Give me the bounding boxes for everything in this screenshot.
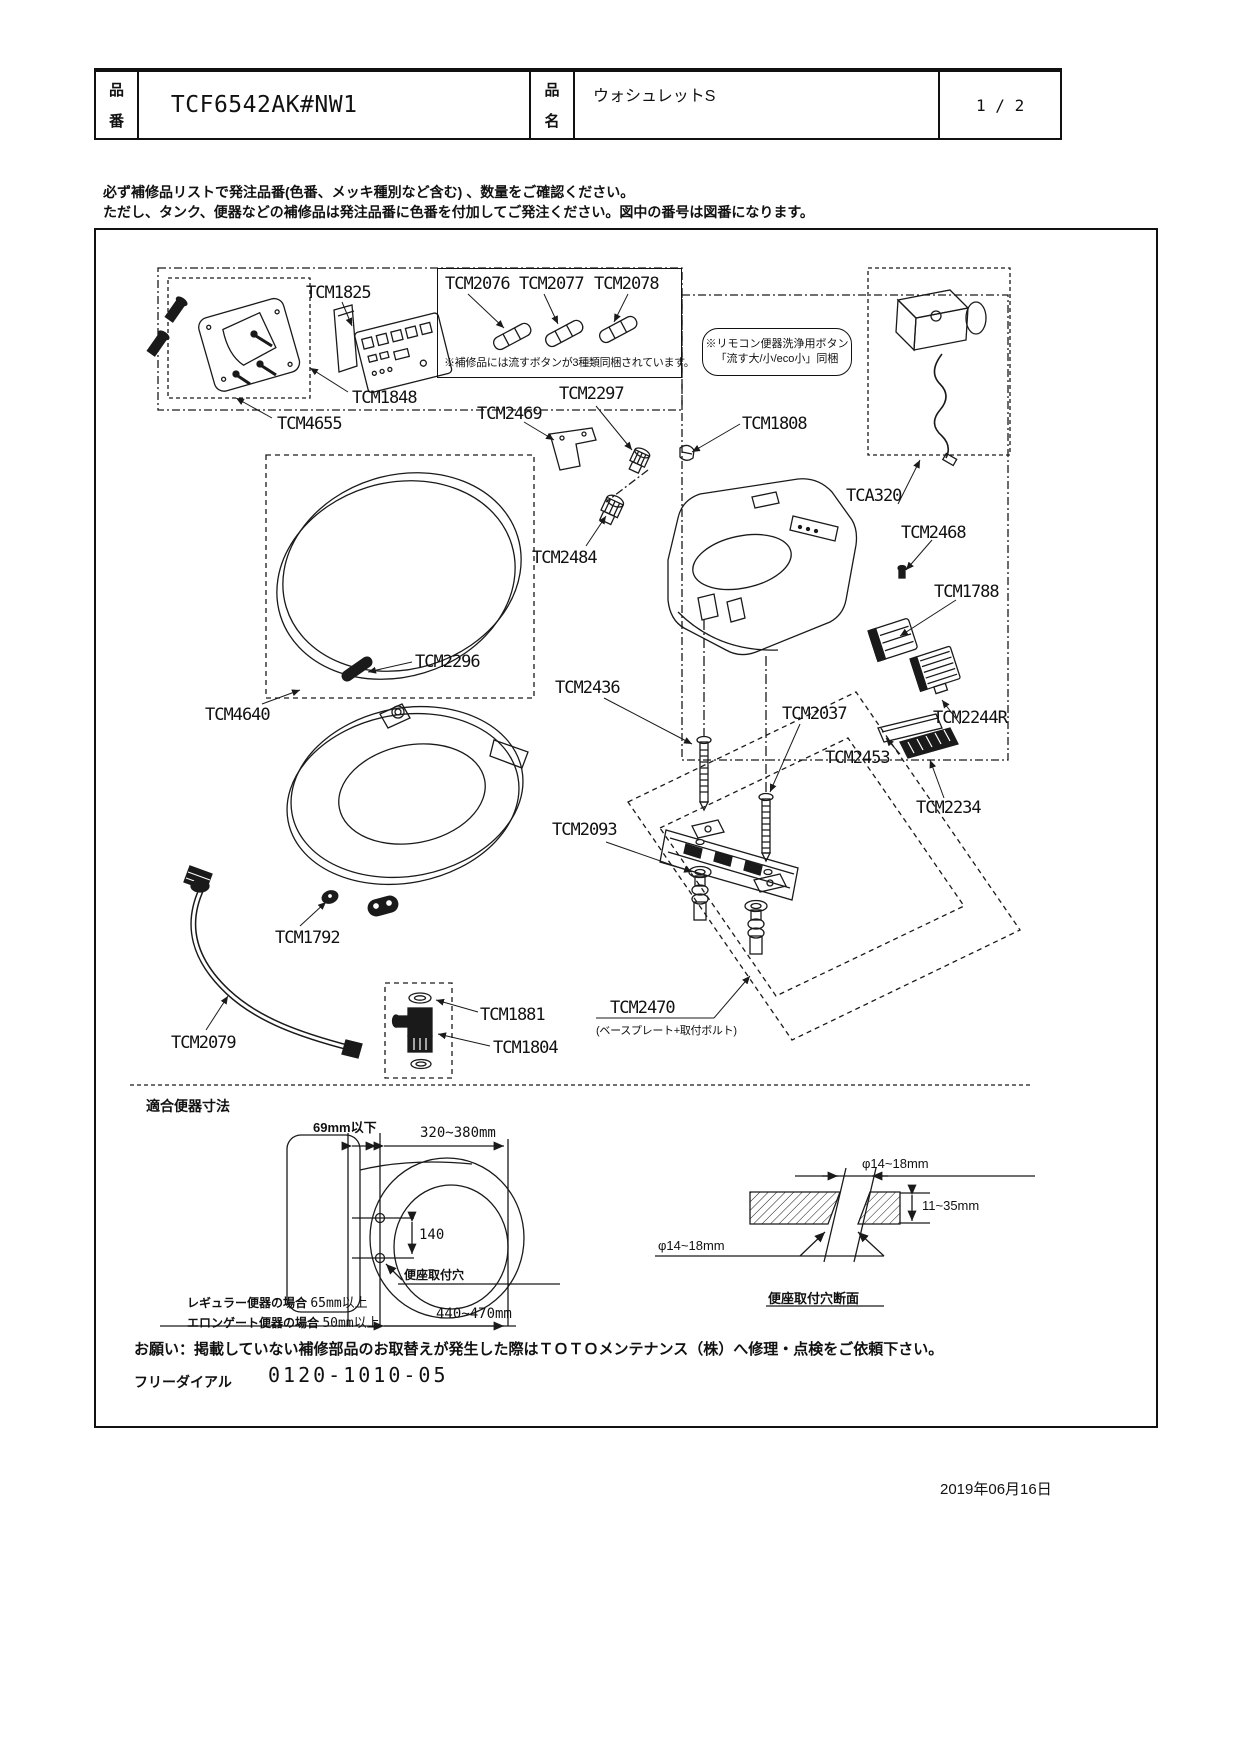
clip-drawing: [679, 444, 695, 461]
dim-regular-value: 65mm以上: [310, 1296, 368, 1311]
screw-small-drawing: [897, 564, 907, 579]
dim-elongated-label: エロンゲート便器の場合: [187, 1316, 320, 1330]
dim-depth-range: 440~470mm: [436, 1306, 512, 1322]
remote-note-line1: ※リモコン便器洗浄用ボタン: [705, 338, 849, 350]
valve-small-drawing: [628, 447, 651, 475]
part-label-tcm2484: TCM2484: [532, 548, 598, 568]
part-label-tcm4640: TCM4640: [205, 705, 271, 725]
lid-drawing: [276, 472, 522, 680]
dim-thickness: 11~35mm: [922, 1198, 980, 1213]
grille-drawing: [909, 645, 961, 695]
part-number-label-char1: 品: [108, 82, 124, 99]
product-name-value: ウォシュレットS: [575, 72, 941, 138]
part-label-tcm2093: TCM2093: [552, 820, 618, 840]
product-name-label: 品 名: [531, 72, 576, 138]
seat-nuts-drawing: [321, 890, 399, 917]
part-label-tcm2077: TCM2077: [519, 274, 585, 294]
remote-note-bubble: ※リモコン便器洗浄用ボタン 「流す大/小/eco小」同梱: [702, 328, 852, 376]
part-label-tcm2297: TCM2297: [559, 384, 625, 404]
ribbed-strip-drawing: [899, 727, 959, 759]
power-unit-drawing: [895, 289, 987, 467]
part-label-tca320: TCA320: [846, 486, 902, 506]
part-label-tcm1825: TCM1825: [306, 283, 372, 303]
diagram-frame: [94, 228, 1158, 1428]
part-label-tcm2470: TCM2470: [610, 998, 676, 1018]
dim-top-clearance: 69mm以下: [313, 1120, 377, 1135]
dim-regular-row: レギュラー便器の場合 65mm以上: [187, 1292, 368, 1311]
maintenance-request-text: お願い：掲載していない補修部品のお取替えが発生した際はＴＯＴＯメンテナンス（株）…: [134, 1341, 944, 1358]
part-label-tcm1804: TCM1804: [493, 1038, 559, 1058]
part-label-tcm2244r: TCM2244R: [933, 708, 1008, 728]
part-label-tcm1792: TCM1792: [275, 928, 341, 948]
flat-bracket-drawing: [877, 713, 943, 743]
header-table: 品 番 TCF6542AK#NW1 品 名 ウォシュレットS 1 / 2: [94, 68, 1062, 140]
hole-section-drawing: [655, 1167, 1035, 1307]
free-dial-label: フリーダイアル: [134, 1374, 232, 1390]
t-valve-drawing: [391, 992, 433, 1070]
dim-hole-dia-top: φ14~18mm: [862, 1156, 929, 1171]
part-number-label: 品 番: [96, 72, 139, 138]
flush-buttons-note-box: [437, 268, 682, 378]
seat-ring-drawing: [286, 703, 529, 886]
part-label-tcm2234: TCM2234: [916, 798, 982, 818]
dim-hole-pitch: 140: [419, 1227, 445, 1243]
part-number-value: TCF6542AK#NW1: [139, 72, 532, 138]
dim-elongated-row: エロンゲート便器の場合 50mm以上: [187, 1312, 380, 1331]
document-date: 2019年06月16日: [940, 1481, 1052, 1498]
part-label-tcm2296: TCM2296: [415, 652, 481, 672]
part-number-label-char2: 番: [108, 113, 124, 130]
flush-buttons-drawing: [492, 315, 638, 351]
part-label-tcm2037: TCM2037: [782, 704, 848, 724]
filter-drawing: [867, 618, 918, 663]
main-unit-drawing: [667, 478, 858, 656]
flush-buttons-note-text: ※補修品には流すボタンが3種類同梱されています。: [444, 357, 695, 369]
order-notice-line1: 必ず補修品リストで発注品番(色番、メッキ種別など含む) 、数量をご確認ください。: [103, 184, 635, 200]
part-label-tcm1788: TCM1788: [934, 582, 1000, 602]
part-label-tcm1848: TCM1848: [352, 388, 418, 408]
sticker-drawing: [333, 304, 358, 373]
order-notice-line2: ただし、タンク、便器などの補修品は発注品番に色番を付加してご発注ください。図中の…: [103, 204, 814, 220]
dim-elongated-value: 50mm以上: [322, 1316, 380, 1331]
leader-arrows: [205, 293, 961, 1047]
part-label-tcm2470-sub: (ベースプレート+取付ボルト): [596, 1025, 737, 1037]
hose-drawing: [183, 865, 363, 1059]
dim-regular-label: レギュラー便器の場合: [187, 1296, 308, 1310]
remote-drawing: [354, 312, 453, 394]
part-label-tcm2078: TCM2078: [594, 274, 660, 294]
part-label-tcm2469: TCM2469: [477, 404, 543, 424]
part-label-tcm4655: TCM4655: [277, 414, 343, 434]
part-label-tcm2079: TCM2079: [171, 1033, 237, 1053]
part-label-tcm1808: TCM1808: [742, 414, 808, 434]
dim-hole-dia-bottom: φ14~18mm: [658, 1238, 725, 1253]
order-notice: 必ず補修品リストで発注品番(色番、メッキ種別など含む) 、数量をご確認ください。…: [103, 182, 814, 222]
wall-plate-drawing: [146, 296, 301, 392]
dim-hole-label: 便座取付穴: [404, 1268, 465, 1282]
anchor-bolts-drawing: [688, 865, 768, 955]
product-name-label-char1: 品: [544, 82, 560, 99]
dim-section-label: 便座取付穴断面: [768, 1291, 860, 1306]
page-indicator: 1 / 2: [976, 95, 1025, 115]
remote-note-line2: 「流す大/小/eco小」同梱: [715, 353, 839, 365]
product-name-label-char2: 名: [544, 113, 560, 130]
bracket-drawing: [549, 427, 597, 471]
part-label-tcm1881: TCM1881: [480, 1005, 546, 1025]
dimension-section-title: 適合便器寸法: [146, 1098, 230, 1114]
base-plate-drawing: [659, 620, 799, 901]
part-label-tcm2468: TCM2468: [901, 523, 967, 543]
damper-drawing: [341, 656, 373, 682]
toilet-dimension-drawing: [160, 1133, 560, 1331]
free-dial-number: 0120-1010-05: [268, 1363, 449, 1387]
dim-width-range: 320~380mm: [420, 1125, 496, 1141]
part-label-tcm2076: TCM2076: [445, 274, 511, 294]
part-label-tcm2436: TCM2436: [555, 678, 621, 698]
part-label-tcm2453: TCM2453: [825, 748, 891, 768]
